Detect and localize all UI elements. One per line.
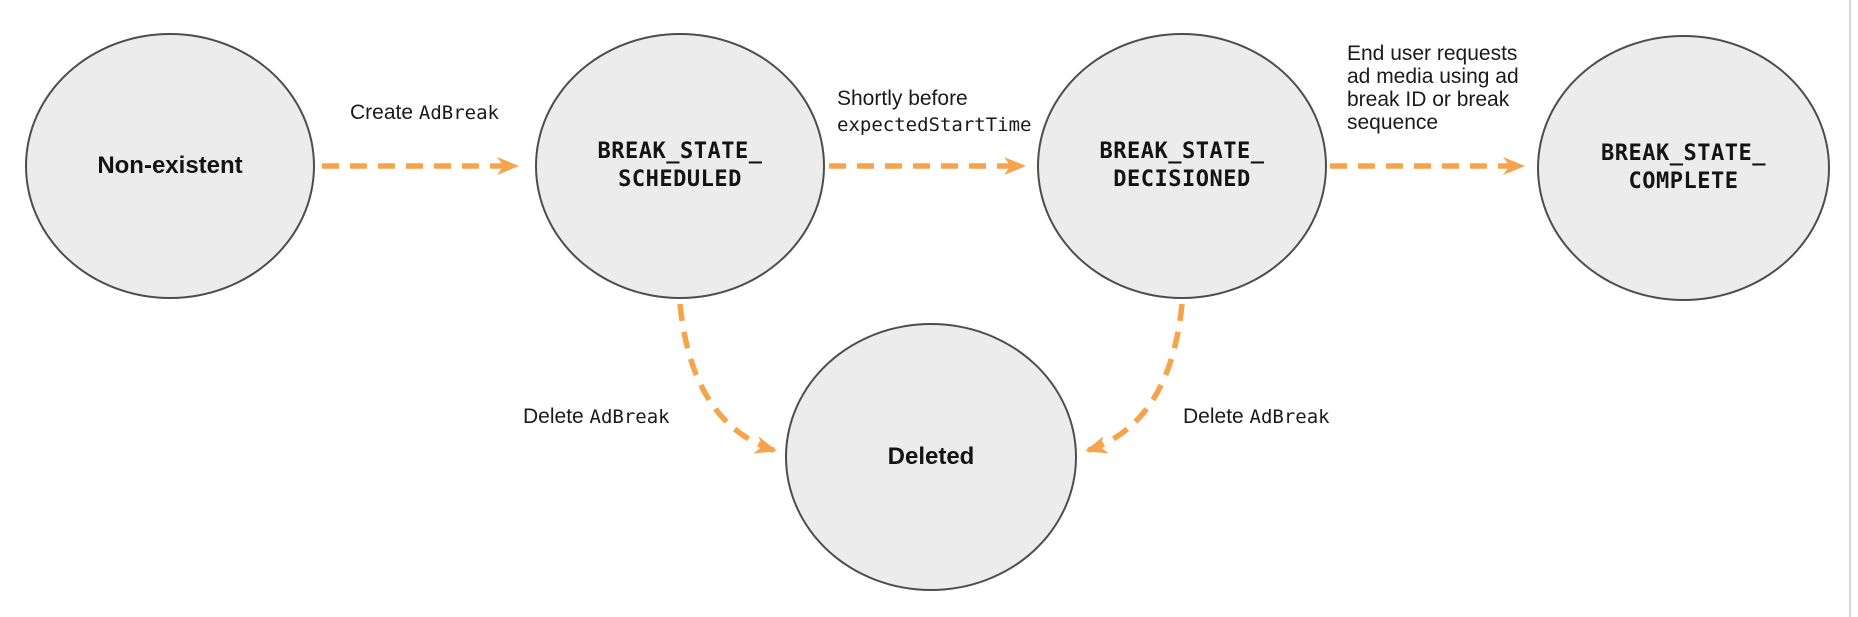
content-edge-divider [1849,0,1851,617]
transition-label-delete-adbreak-left: Delete AdBreak [523,404,670,430]
state-label-line1: BREAK_STATE_ [597,139,763,164]
state-label-line2: DECISIONED [1113,167,1251,192]
state-node-break-state-complete: BREAK_STATE_ COMPLETE [1537,35,1830,301]
state-node-non-existent: Non-existent [25,33,315,299]
label-code: AdBreak [1249,406,1330,428]
state-node-deleted: Deleted [785,323,1077,591]
state-label-line1: BREAK_STATE_ [1601,141,1766,166]
label-code: expectedStartTime [837,114,1032,136]
transition-label-create-adbreak: Create AdBreak [350,100,499,126]
state-label-break-state-scheduled: BREAK_STATE_ SCHEDULED [598,138,763,194]
label-code: AdBreak [589,406,670,428]
transition-label-shortly-before: Shortly before expectedStartTime [837,86,1031,138]
state-label-line1: BREAK_STATE_ [1099,139,1265,164]
label-text: Shortly before [837,87,968,110]
state-label-non-existent: Non-existent [97,152,243,179]
state-label-deleted: Deleted [887,443,975,470]
label-text: End user requests ad media using ad brea… [1347,42,1519,134]
state-label-break-state-decisioned: BREAK_STATE_ DECISIONED [1100,138,1265,194]
state-label-line2: COMPLETE [1628,169,1739,194]
transition-label-delete-adbreak-right: Delete AdBreak [1183,404,1330,430]
state-label-break-state-complete: BREAK_STATE_ COMPLETE [1601,140,1766,196]
transition-arrow-delete-from-scheduled [677,303,777,454]
label-text: Delete [1183,405,1244,428]
state-label-line2: SCHEDULED [618,167,742,192]
state-node-break-state-scheduled: BREAK_STATE_ SCHEDULED [535,33,825,299]
transition-label-end-user-requests: End user requests ad media using ad brea… [1347,42,1525,134]
transition-arrow-delete-from-decisioned [1085,303,1185,454]
state-node-break-state-decisioned: BREAK_STATE_ DECISIONED [1037,33,1327,299]
label-text: Create [350,101,414,124]
label-text: Delete [523,405,584,428]
label-code: AdBreak [418,102,499,124]
